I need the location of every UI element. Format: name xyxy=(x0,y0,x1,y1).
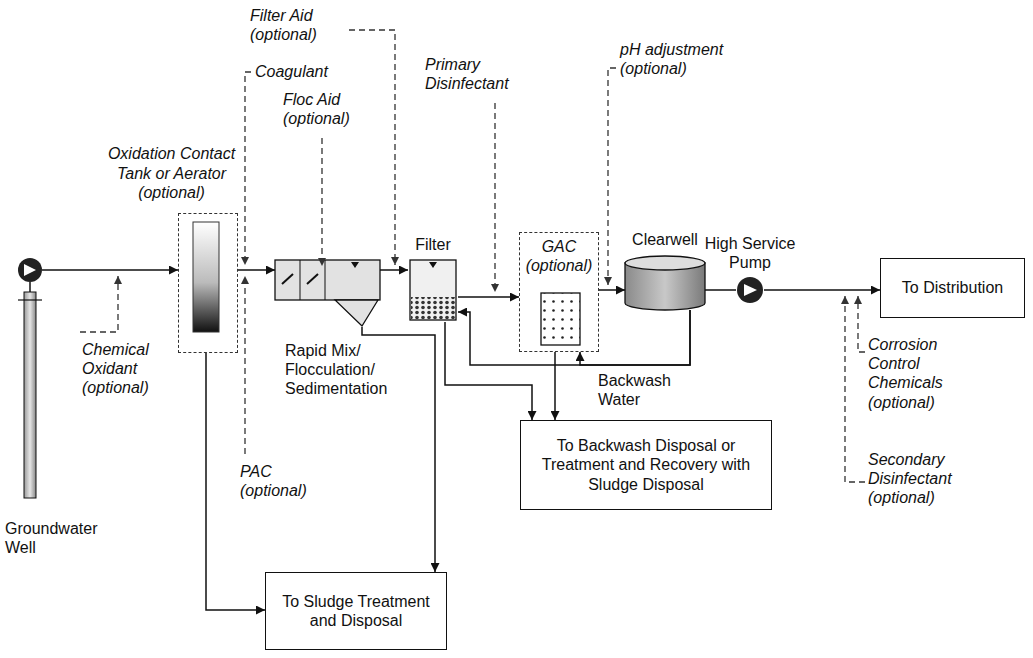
mixer-paddle xyxy=(307,274,318,284)
feed-leader xyxy=(494,103,495,292)
aerator-column xyxy=(193,222,219,332)
gac-media xyxy=(541,293,580,345)
well: Groundwater Well xyxy=(5,256,55,501)
process-box: To Distribution xyxy=(880,258,1025,318)
pipe-connector xyxy=(599,289,625,291)
chemical-feed-label: Chemical Oxidant (optional) xyxy=(82,340,182,398)
gac-column xyxy=(541,293,580,345)
pipe-connector xyxy=(764,289,880,291)
unit-label: GAC (optional) xyxy=(520,233,598,275)
chemical-feed-label: Coagulant xyxy=(255,62,355,81)
feed-leader xyxy=(845,296,865,482)
feed-leader xyxy=(80,276,118,332)
feed-leader xyxy=(245,72,251,265)
clearwell: Clearwell xyxy=(625,255,705,310)
mix-tank xyxy=(275,260,380,300)
rapid-mix-basin: Rapid Mix/ Flocculation/ Sedimentation xyxy=(275,255,380,327)
chemical-feed-label: Primary Disinfectant xyxy=(425,55,525,93)
feed-leader xyxy=(321,138,322,266)
pipe-connector xyxy=(380,269,408,271)
tank-wall xyxy=(300,260,301,300)
chemical-feed-label: Floc Aid (optional) xyxy=(283,90,378,128)
filter-unit: Filter xyxy=(408,258,458,322)
tank-wall xyxy=(325,260,326,300)
service-pump xyxy=(737,277,763,303)
chemical-feed-label: Corrosion Control Chemicals (optional) xyxy=(868,335,978,412)
pipe-connector xyxy=(458,310,690,365)
filter-media xyxy=(411,297,455,319)
unit-label: Clearwell xyxy=(620,230,710,249)
feed-leader xyxy=(608,68,616,285)
connector-label: Backwash Water xyxy=(598,371,688,409)
chemical-feed-label: Filter Aid (optional) xyxy=(250,6,345,44)
mixer-paddle xyxy=(282,274,293,284)
unit-label: Filter xyxy=(403,235,463,254)
gac-unit: GAC (optional) xyxy=(519,232,599,352)
pipe-connector xyxy=(458,296,519,298)
feed-leader xyxy=(349,30,395,265)
pipe-connector xyxy=(705,289,736,291)
well-casing xyxy=(24,292,36,498)
chemical-feed-label: pH adjustment (optional) xyxy=(620,40,730,78)
water-level xyxy=(429,262,437,268)
box-label: To Distribution xyxy=(902,278,1003,297)
chemical-feed-label: Secondary Disinfectant (optional) xyxy=(868,450,978,508)
sludge-hopper xyxy=(335,300,378,326)
pipe-connector xyxy=(238,269,275,271)
feed-leader xyxy=(244,276,245,454)
unit-label: Groundwater Well xyxy=(5,519,97,557)
pump-station: High Service Pump xyxy=(736,276,764,304)
box-label: To Backwash Disposal or Treatment and Re… xyxy=(529,436,763,494)
unit-label: Rapid Mix/ Flocculation/ Sedimentation xyxy=(285,341,403,399)
unit-label: High Service Pump xyxy=(700,234,800,272)
ground-line xyxy=(18,299,42,300)
pump-mark xyxy=(744,284,757,296)
chemical-feed-label: PAC (optional) xyxy=(240,462,322,500)
well-riser xyxy=(29,282,31,292)
pump-mark xyxy=(24,264,36,276)
process-box: To Backwash Disposal or Treatment and Re… xyxy=(520,420,772,510)
pipe xyxy=(42,269,55,271)
water-level xyxy=(351,262,359,268)
feed-leader xyxy=(858,296,865,352)
pipe-connector xyxy=(554,352,556,420)
filter-tank xyxy=(410,260,456,320)
well-pump xyxy=(18,258,42,282)
oxidation-tank: Oxidation Contact Tank or Aerator (optio… xyxy=(178,213,238,353)
box-label: To Sludge Treatment and Disposal xyxy=(274,592,438,630)
clearwell-top xyxy=(625,256,705,270)
pipe-connector xyxy=(580,310,690,365)
process-box: To Sludge Treatment and Disposal xyxy=(265,572,447,650)
pipe-connector xyxy=(206,353,265,610)
unit-label: Oxidation Contact Tank or Aerator (optio… xyxy=(104,144,239,202)
pipe-connector xyxy=(55,269,178,271)
